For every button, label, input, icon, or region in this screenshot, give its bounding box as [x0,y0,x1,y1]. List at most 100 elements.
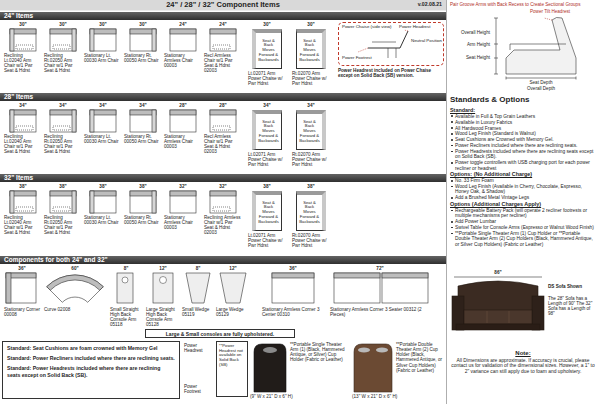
chair-arm [10,191,14,213]
sofa-base [456,324,540,330]
chaise-outline: Seat & Back Moves Forward & Backwards [296,110,326,150]
cup-holder [376,347,388,352]
chair-back [170,110,196,115]
section-bar: 32" Items [0,174,446,182]
item-caption: Large Wedge 05129 [216,307,250,317]
node-text: Seat & Back Moves Forward & Backwards [258,120,278,144]
node-text: Seat & Back Moves Forward & Backwards [258,39,278,63]
dimension-label: 30" [292,22,330,27]
dimension-tick [494,44,498,45]
item-caption: Recl Armless Chair w/1 Pwr Seat & Hdrst … [204,53,242,74]
item-caption: Reclining Lt.02040 Arm Chair w/1 Pwr Sea… [4,53,42,74]
console-large [153,273,173,303]
part-label: Power Headrest [184,343,214,353]
chaise-outline: Seat & Back Moves Forward & Backwards [252,110,282,150]
chair-seat [10,29,36,51]
dimension-label: 38" [82,184,124,189]
curve-back [47,275,104,290]
dimension-label: 38" [248,184,286,189]
dimension-label: 30" [82,22,124,27]
footrest-outline [213,45,230,49]
dimension-label: 34" [122,103,164,108]
dimension-label: (9" W x 21" D x 6" H) [250,394,320,399]
chair-seat [170,110,196,132]
dimension-tick [494,74,498,75]
corner-back [6,273,11,303]
dimension-tick [494,58,498,59]
chair-arm [152,191,156,213]
chair-arm [152,29,156,51]
node-text: Neutral Position [411,39,443,44]
item-caption: Lt.02071 Arm Power Chaise w/ Pwr Hdrst [248,233,286,248]
page-title: 24" / 28" / 32" Component Items [0,1,446,9]
dimension-label: 38" [42,184,84,189]
node-text: Standard: Power Headrests included where… [7,365,175,377]
chair-seat [50,29,76,51]
node-text: Power Chaise (side view) [342,25,392,30]
item-caption: Lt.02071 Arm Power Chaise w/ Pwr Hdrst [248,152,286,167]
dimension-label: 12" [216,266,250,271]
list-item: Power Recliners included where there are… [450,143,596,148]
section-heading: Standard: [450,107,596,113]
dimension-label: 8" [182,266,214,271]
chair-back [210,110,236,115]
dimension-label: 34" [82,103,124,108]
dimension-label: 34" [292,103,330,108]
dimension-tick [576,77,577,80]
photo-caption: DS Sofa Shown [548,284,596,289]
wedge-small [186,273,210,303]
item-caption: Rt.02070 Arm Power Chaise w/ Pwr Hdrst [292,71,330,86]
chair-arm [90,110,94,132]
item-caption: Reclining Rt.02050 Arm Chair w/1 Pwr Sea… [44,134,82,155]
list-item: Add Power Lumbar [450,219,596,224]
chair-seat [10,191,36,213]
node-text: Seat & Back Moves Forward & Backwards [258,201,278,225]
chair-seat [130,110,156,132]
dimension-label: 34" [2,103,44,108]
item-caption: Reclining Armless Chair w/1 Pwr Seat & H… [204,215,242,236]
armless-back [382,273,428,278]
photo-caption: The 28" Sofa has a Length of 90" The 32"… [548,296,596,317]
chair-seat [90,110,116,132]
note-box: Large & Small consoles are fully upholst… [145,329,295,338]
item-caption: Stationary Corner 00008 [4,307,40,317]
item-caption: Small Wedge 05119 [182,307,214,317]
chair-seat [50,110,76,132]
dimension-label: 86" [474,270,522,275]
footrest-outline [53,45,70,49]
footrest-line [358,48,368,52]
dimension-label: 38" [2,184,44,189]
chaise-leg [396,48,397,58]
dimension-label: Overall Height [450,30,490,35]
footrest-outline [53,207,70,211]
footrest-outline [213,126,230,130]
chair-back [170,29,196,34]
note-heading: Note: [450,350,596,357]
node-text: Components for both 24" and 32" [4,256,446,264]
chaise-outline: Seat & Back Moves Forward & Backwards [296,191,326,231]
dimension-label: 28" [162,103,204,108]
chair-seat [210,110,236,132]
note-text: All Dimensions are approximate. If accur… [450,358,596,374]
item-caption: Stationary Rt. 00050 Arm Chair [124,53,162,63]
list-item: Power Headrests included where there are… [450,149,596,160]
chair-arm [72,29,76,51]
sofa-back [458,281,538,312]
chair-arm [10,29,14,51]
section-bar: 24" Items [0,12,446,20]
callout-note: Power Headrest included on Power Chaise … [338,68,444,78]
node-text: Seat & Back Moves Forward & Backwards [299,120,319,144]
cup-holder [160,277,167,284]
dimension-label: 32" [202,184,244,189]
version-label: v.02.08.21 [392,2,442,8]
dimension-label: (13" W x 21" D x 6" H) [352,394,444,399]
dimension-label: 34" [248,103,286,108]
footrest-outline [16,45,33,49]
list-item: Available in Luxury Fabrics [450,120,596,125]
item-caption: Stationary Rt. 00050 Arm Chair [124,215,162,225]
curve-seat [47,275,104,302]
chair-back [210,191,236,196]
section-heading: Options: (No Additional Charge) [450,171,596,177]
dimension-line [454,277,542,278]
